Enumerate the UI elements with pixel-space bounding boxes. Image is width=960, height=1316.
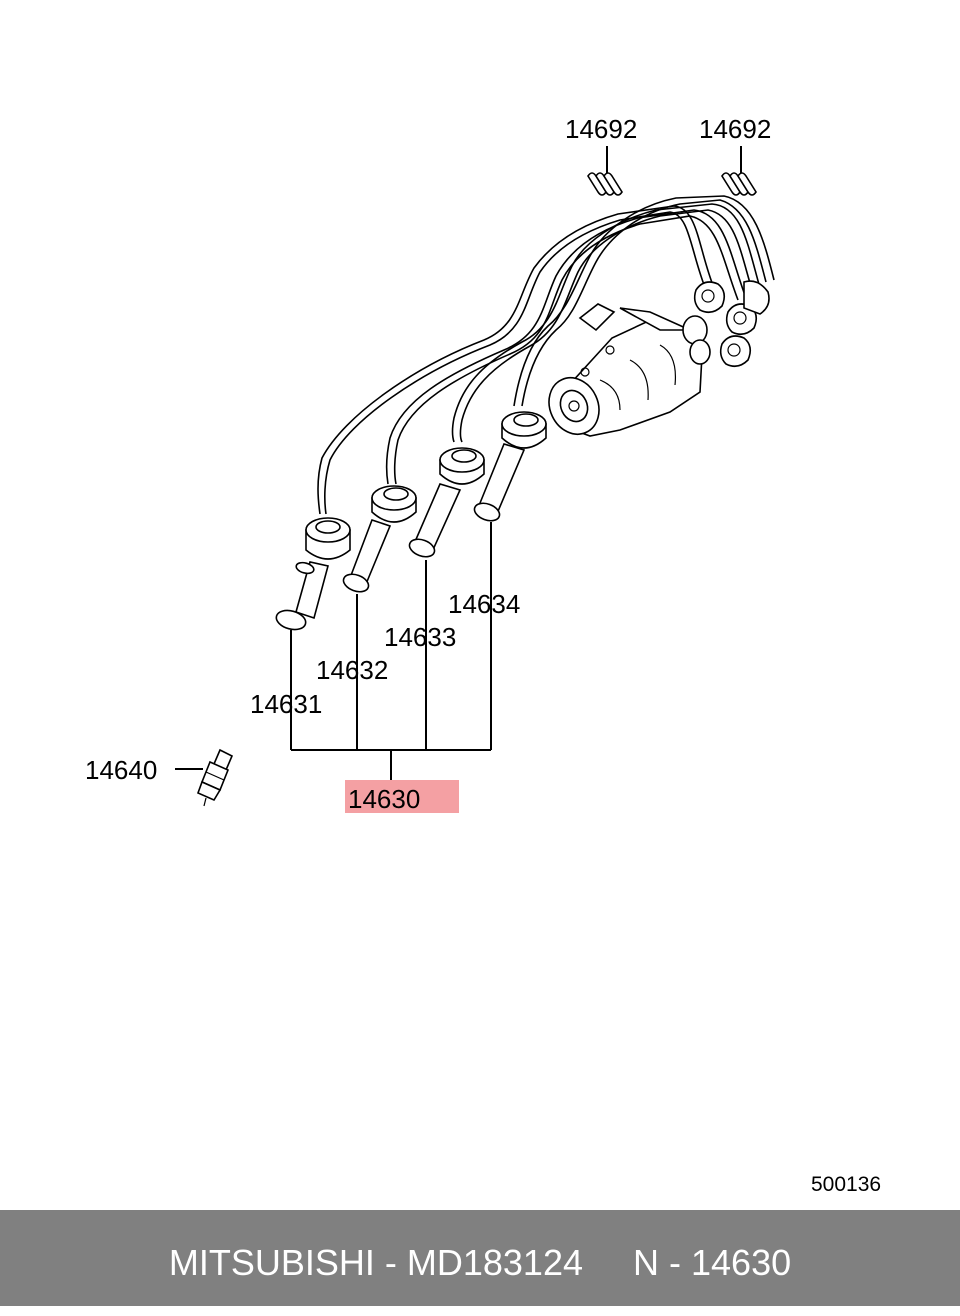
spark-plug-cable-2[interactable] bbox=[341, 485, 417, 750]
diagram-code: 500136 bbox=[811, 1173, 881, 1196]
label-cable-2: 14632 bbox=[316, 655, 388, 685]
ignition-wires bbox=[317, 195, 775, 515]
spark-plug[interactable] bbox=[175, 748, 234, 807]
label-spark-plug: 14640 bbox=[85, 755, 157, 785]
label-cable-1: 14631 bbox=[250, 689, 322, 719]
selected-part-highlight bbox=[345, 780, 459, 813]
footer-bar: MITSUBISHI - MD183124 N - 14630 bbox=[0, 1210, 960, 1306]
cable-clip-right[interactable] bbox=[721, 146, 757, 196]
label-cable-3: 14633 bbox=[384, 622, 456, 652]
distributor bbox=[548, 303, 711, 437]
spark-plug-cable-1[interactable] bbox=[274, 517, 351, 750]
cable-set-bracket bbox=[291, 749, 491, 780]
cable-clip-left[interactable] bbox=[587, 146, 623, 196]
label-clip-right: 14692 bbox=[699, 114, 771, 144]
distributor-boots bbox=[693, 280, 770, 368]
parts-diagram: 14692 14692 bbox=[85, 114, 881, 1196]
label-cable-4: 14634 bbox=[448, 589, 520, 619]
spark-plug-cable-4[interactable] bbox=[472, 411, 547, 750]
footer-part-text: MITSUBISHI - MD183124 N - 14630 bbox=[168, 1242, 792, 1283]
spark-plug-cable-3[interactable] bbox=[407, 447, 485, 750]
label-clip-left: 14692 bbox=[565, 114, 637, 144]
label-cable-set: 14630 bbox=[348, 784, 420, 814]
